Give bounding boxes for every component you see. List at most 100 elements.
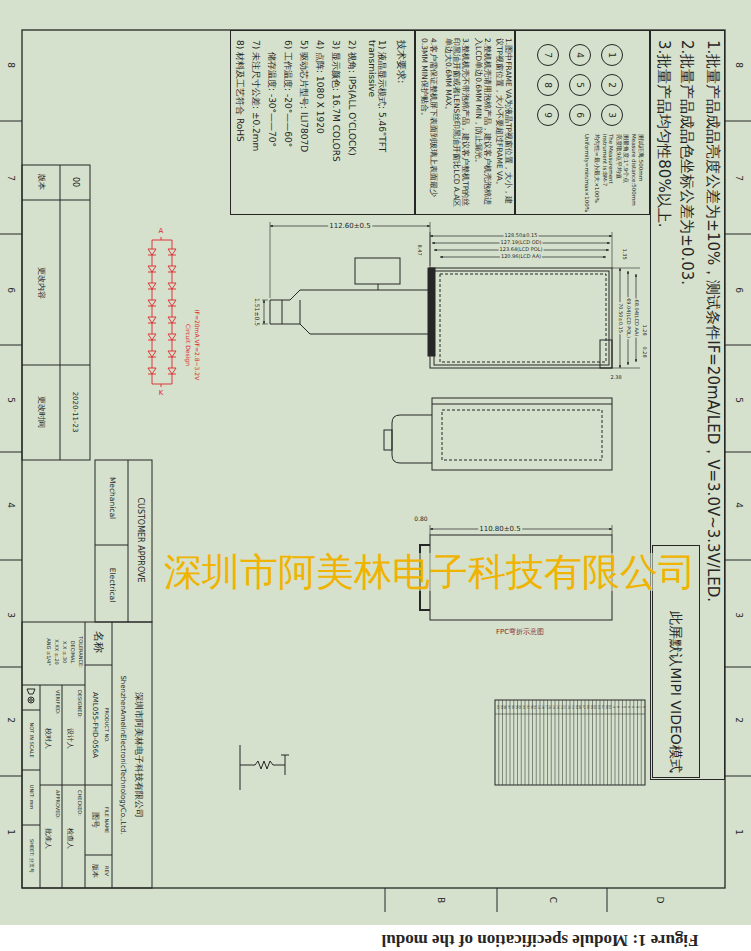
- title-block-cell: SHEET: 分页号: [28, 839, 34, 873]
- note-text: 4) 点阵: 1080 X 1920: [315, 40, 325, 134]
- measure-point: 2: [601, 74, 623, 96]
- stiffener-lead: [378, 284, 379, 290]
- pin-number: 18: [578, 705, 581, 709]
- pin-number: 19: [574, 705, 577, 709]
- pin-number: 1: [641, 706, 644, 708]
- dimension: 2.38: [610, 375, 621, 381]
- approval-label: CUSTOMER APPROVE: [135, 497, 144, 582]
- dimension: 1.28: [641, 324, 647, 335]
- measure-point: 8: [537, 74, 559, 96]
- point-number: 9: [543, 112, 553, 118]
- title-block-cell: 校对人: [44, 728, 52, 749]
- note-text: 此屏默认MIPI VIDEO模式: [668, 611, 684, 773]
- pin-number: 7: [619, 706, 622, 708]
- pin-number: 27: [544, 705, 547, 709]
- zone-number: 2: [734, 717, 744, 723]
- pin-number: 26: [548, 705, 551, 709]
- pin-number: 15: [589, 705, 592, 709]
- note-text: 5) 驱动芯片型号: ILI7807D: [299, 40, 309, 152]
- zone-number: 8: [6, 62, 16, 68]
- pin-number: 22: [563, 705, 566, 709]
- product-number: AML055-FHD-056A: [91, 692, 99, 758]
- drawing-lines: [0, 30, 751, 912]
- note-text: 8) 材料及工艺符合 RoHS: [235, 40, 245, 142]
- zone-number: 4: [6, 502, 16, 508]
- note-text: 2) 视角: IPS(ALL O'CLOCK): [347, 40, 357, 156]
- dimension: 127.19(LCD OD): [500, 240, 543, 246]
- zone-number: 4: [734, 502, 744, 508]
- approval-label: Mechanical: [108, 477, 117, 519]
- pin-number: 2: [638, 706, 641, 708]
- company-name: 深圳市阿美林电子科技有限公司: [134, 692, 144, 818]
- title-block-cell: 批准人: [44, 828, 52, 849]
- pin-number: 8: [615, 706, 618, 708]
- title-block-cell: FILE NAME: [103, 807, 109, 834]
- title-block-cell: REV: [103, 866, 109, 876]
- note-text: Measure distance:500mm: [630, 134, 636, 212]
- note-text: 3) 显示颜色: 16.7M COLORS: [331, 40, 341, 162]
- note-text: 测量角度:1°,9个点: [623, 134, 629, 212]
- approval-box: [95, 460, 152, 622]
- circuit-label: IF=20mA,VF=2.8~3.2V: [194, 310, 201, 381]
- point-number: 5: [575, 82, 585, 88]
- led-wire: [152, 237, 172, 387]
- pin-number: 17: [581, 705, 584, 709]
- note-text: 2.批量产品成品色坐标公差为±0.03.: [677, 40, 694, 285]
- sheet-ground: [0, 0, 751, 925]
- extension-line: [430, 525, 612, 535]
- company-name: ShenzhenAmelinElectronicTechnologyCo.,Lt…: [119, 675, 127, 834]
- extension-line: [262, 222, 640, 368]
- dimension: 0.80: [414, 516, 427, 523]
- title-block-cell: 版本: [91, 864, 99, 878]
- measure-box: 123456789测试距离:500mmMeasure distance:500m…: [515, 30, 650, 215]
- pin-number: 37: [506, 705, 509, 709]
- circuit-label: Circuit Design: [185, 324, 192, 366]
- zone-number: 3: [6, 612, 16, 618]
- led-symbol: [148, 249, 176, 374]
- projection-symbol: [27, 689, 35, 694]
- pin-number: 4: [630, 706, 633, 708]
- pin-number: 21: [566, 705, 569, 709]
- pin-number: 32: [525, 705, 528, 709]
- measure-point: 5: [569, 74, 591, 96]
- pin-number: 16: [585, 705, 588, 709]
- zone-number: 7: [734, 175, 744, 181]
- pin-number: 25: [551, 705, 554, 709]
- circuit-label: A: [159, 227, 164, 235]
- bond-edge: [428, 268, 435, 356]
- pin-number: 3: [634, 706, 637, 708]
- dimension: 123.64(LCD POL): [499, 247, 544, 253]
- pin-number: 39: [499, 705, 502, 709]
- fpc-connector: [282, 300, 300, 324]
- zone-number: 5: [734, 397, 744, 403]
- title-block-cell: PRODUCT NO.: [103, 707, 109, 742]
- pin-number: 31: [529, 705, 532, 709]
- zone-number: 8: [734, 62, 744, 68]
- circuit-label: K: [159, 389, 164, 397]
- zone-number: 5: [6, 397, 16, 403]
- note-text: 测试距离:500mm: [638, 134, 644, 212]
- note-text: The Measurement instrument is:BM-7: [602, 134, 615, 212]
- pin-number: 12: [600, 705, 603, 709]
- pin-number: 11: [604, 705, 607, 709]
- zone-letter: B: [436, 897, 446, 903]
- measure-point: 1: [601, 44, 623, 66]
- note-text: 1.批量产品成品亮度公差为±10%，测试条件IF=20mA/LED，V=3.0V…: [703, 40, 720, 602]
- approval-label: Electrical: [108, 568, 117, 602]
- stiffener: [355, 258, 400, 284]
- dimension: 70.50±0.15: [617, 302, 623, 334]
- title-block-cell: APPROVED:: [54, 790, 60, 819]
- note-box: 此屏默认MIPI VIDEO模式 1.批量产品成品亮度公差为±10%，测试条件IF…: [650, 30, 725, 780]
- zone-letter: C: [548, 897, 558, 903]
- note-text: 亮度取9点平均值: [615, 134, 621, 212]
- measure-point: 4: [569, 44, 591, 66]
- pin-number: 13: [596, 705, 599, 709]
- measure-point: 6: [569, 104, 591, 126]
- dimension: 68.04(LCD AA): [633, 299, 639, 338]
- revision-grid: [22, 165, 90, 460]
- zone-number: 3: [734, 612, 744, 618]
- dimension: 1.51±0.5: [254, 298, 261, 326]
- dimension: 69.04(LCD POL): [625, 297, 631, 339]
- measure-point: 7: [537, 44, 559, 66]
- note-text: 1.图中FRAME VA为液晶TP视窗位置，大小，建议TP视窗位置，大小不要超过…: [494, 38, 511, 210]
